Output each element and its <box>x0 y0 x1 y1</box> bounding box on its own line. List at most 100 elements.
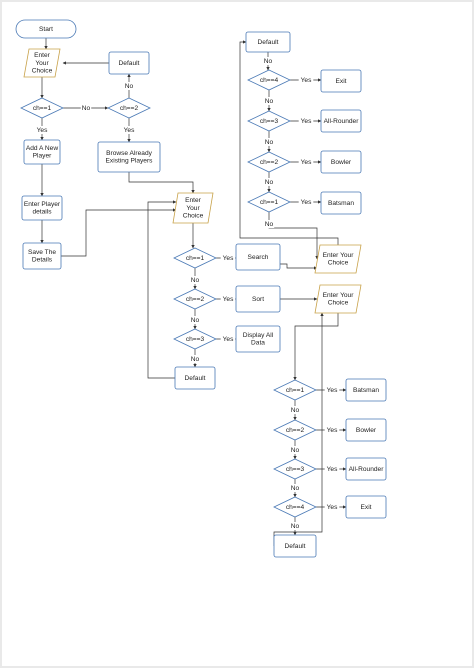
node-label: Enter <box>34 52 51 59</box>
edge-label-no: No <box>191 277 200 284</box>
node-label: Browse Already <box>106 150 153 157</box>
node-label: ch==2 <box>260 159 279 166</box>
edge-label-yes: Yes <box>327 427 338 434</box>
edge-label-bg <box>34 126 50 134</box>
node-s_ch4: ch==4 <box>247 69 291 91</box>
node-label: ch==1 <box>260 199 279 206</box>
edge-b_ch2-to-b_ch3: No <box>189 309 201 330</box>
edge-label-yes: Yes <box>301 199 312 206</box>
connector-line <box>128 172 195 194</box>
node-label: Display All <box>243 332 274 339</box>
edge-enter3-to-default3 <box>239 40 339 245</box>
edge-label-bg <box>263 178 275 186</box>
process-shape <box>235 325 281 353</box>
edge-label-bg <box>220 295 236 303</box>
edge-label-bg <box>298 158 314 166</box>
edge-label-no: No <box>291 407 300 414</box>
edge-label-yes: Yes <box>37 127 48 134</box>
edge-enter4-to-t_ch1 <box>293 313 339 381</box>
decision-shape <box>107 97 151 119</box>
process-shape <box>22 242 62 270</box>
node-default2: Default <box>174 366 216 390</box>
node-exit1: Exit <box>320 69 362 93</box>
node-label: Enter Your <box>323 292 355 299</box>
edge-search-to-enter3 <box>280 263 318 270</box>
node-label: ch==3 <box>260 118 279 125</box>
edge-label-yes: Yes <box>223 336 234 343</box>
edge-t_ch3-to-allr2: Yes <box>316 465 347 473</box>
node-label: Player <box>33 153 52 160</box>
node-label: Bowler <box>356 427 377 434</box>
edge-label-no: No <box>265 179 274 186</box>
edge-b_ch2-to-sort: Yes <box>216 295 237 303</box>
connector-line <box>293 313 339 381</box>
edge-label-bg <box>289 484 301 492</box>
process-shape <box>320 69 362 93</box>
edge-label-bg <box>220 254 236 262</box>
edge-label-bg <box>80 104 92 112</box>
edge-s_ch1-to-enter3: No <box>263 212 319 260</box>
edge-label-yes: Yes <box>327 466 338 473</box>
process-shape <box>235 243 281 271</box>
edge-browse-to-enter2 <box>128 172 195 194</box>
node-label: ch==3 <box>186 336 205 343</box>
node-allr2: All-Rounder <box>345 457 387 481</box>
node-label: Bowler <box>331 159 352 166</box>
process-shape <box>320 191 362 215</box>
edge-label-yes: Yes <box>301 77 312 84</box>
node-label: details <box>32 209 52 216</box>
node-label: ch==1 <box>286 387 305 394</box>
edge-t_ch2-to-t_ch3: No <box>289 440 301 460</box>
node-label: Details <box>32 257 53 264</box>
node-t_ch1: ch==1 <box>273 379 317 401</box>
edge-label-bg <box>298 117 314 125</box>
edge-save-to-enter2 <box>61 208 177 257</box>
edge-b_ch1-to-b_ch2: No <box>189 268 201 290</box>
decision-shape <box>247 191 291 213</box>
edge-s_ch3-to-s_ch2: No <box>263 131 275 153</box>
edge-label-bg <box>324 426 340 434</box>
edge-label-bg <box>189 276 201 284</box>
process-shape <box>21 195 63 221</box>
decision-shape <box>273 379 317 401</box>
node-label: Start <box>39 26 53 33</box>
node-label: Exit <box>336 78 347 85</box>
process-shape <box>345 378 387 402</box>
node-b_ch1: ch==1 <box>173 247 217 269</box>
process-shape <box>320 109 362 133</box>
edge-b_ch3-to-display: Yes <box>216 335 237 343</box>
edge-label-yes: Yes <box>327 387 338 394</box>
node-label: Exit <box>361 504 372 511</box>
node-label: Default <box>119 60 140 67</box>
node-label: Sort <box>252 296 264 303</box>
edge-t_ch3-to-t_ch4: No <box>289 479 301 498</box>
node-label: Choice <box>32 67 53 74</box>
decision-shape <box>273 419 317 441</box>
edge-label-no: No <box>291 447 300 454</box>
node-label: ch==4 <box>286 504 305 511</box>
decision-shape <box>173 247 217 269</box>
decision-shape <box>247 110 291 132</box>
node-t_ch3: ch==3 <box>273 458 317 480</box>
io-shape <box>314 284 362 314</box>
edge-label-no: No <box>265 139 274 146</box>
edge-default2-to-enter2 <box>147 200 177 379</box>
node-s_ch2: ch==2 <box>247 151 291 173</box>
edge-label-bg <box>263 220 275 228</box>
edge-label-bg <box>189 355 201 363</box>
decision-shape <box>273 496 317 518</box>
edge-label-yes: Yes <box>301 159 312 166</box>
io-shape <box>314 244 362 274</box>
node-s_ch3: ch==3 <box>247 110 291 132</box>
terminal-shape <box>15 19 77 39</box>
node-exit2: Exit <box>345 495 387 519</box>
node-allr1: All-Rounder <box>320 109 362 133</box>
edge-b_ch3-to-default2: No <box>189 349 201 368</box>
node-label: Batsman <box>328 200 354 207</box>
edge-b_ch1-to-search: Yes <box>216 254 237 262</box>
